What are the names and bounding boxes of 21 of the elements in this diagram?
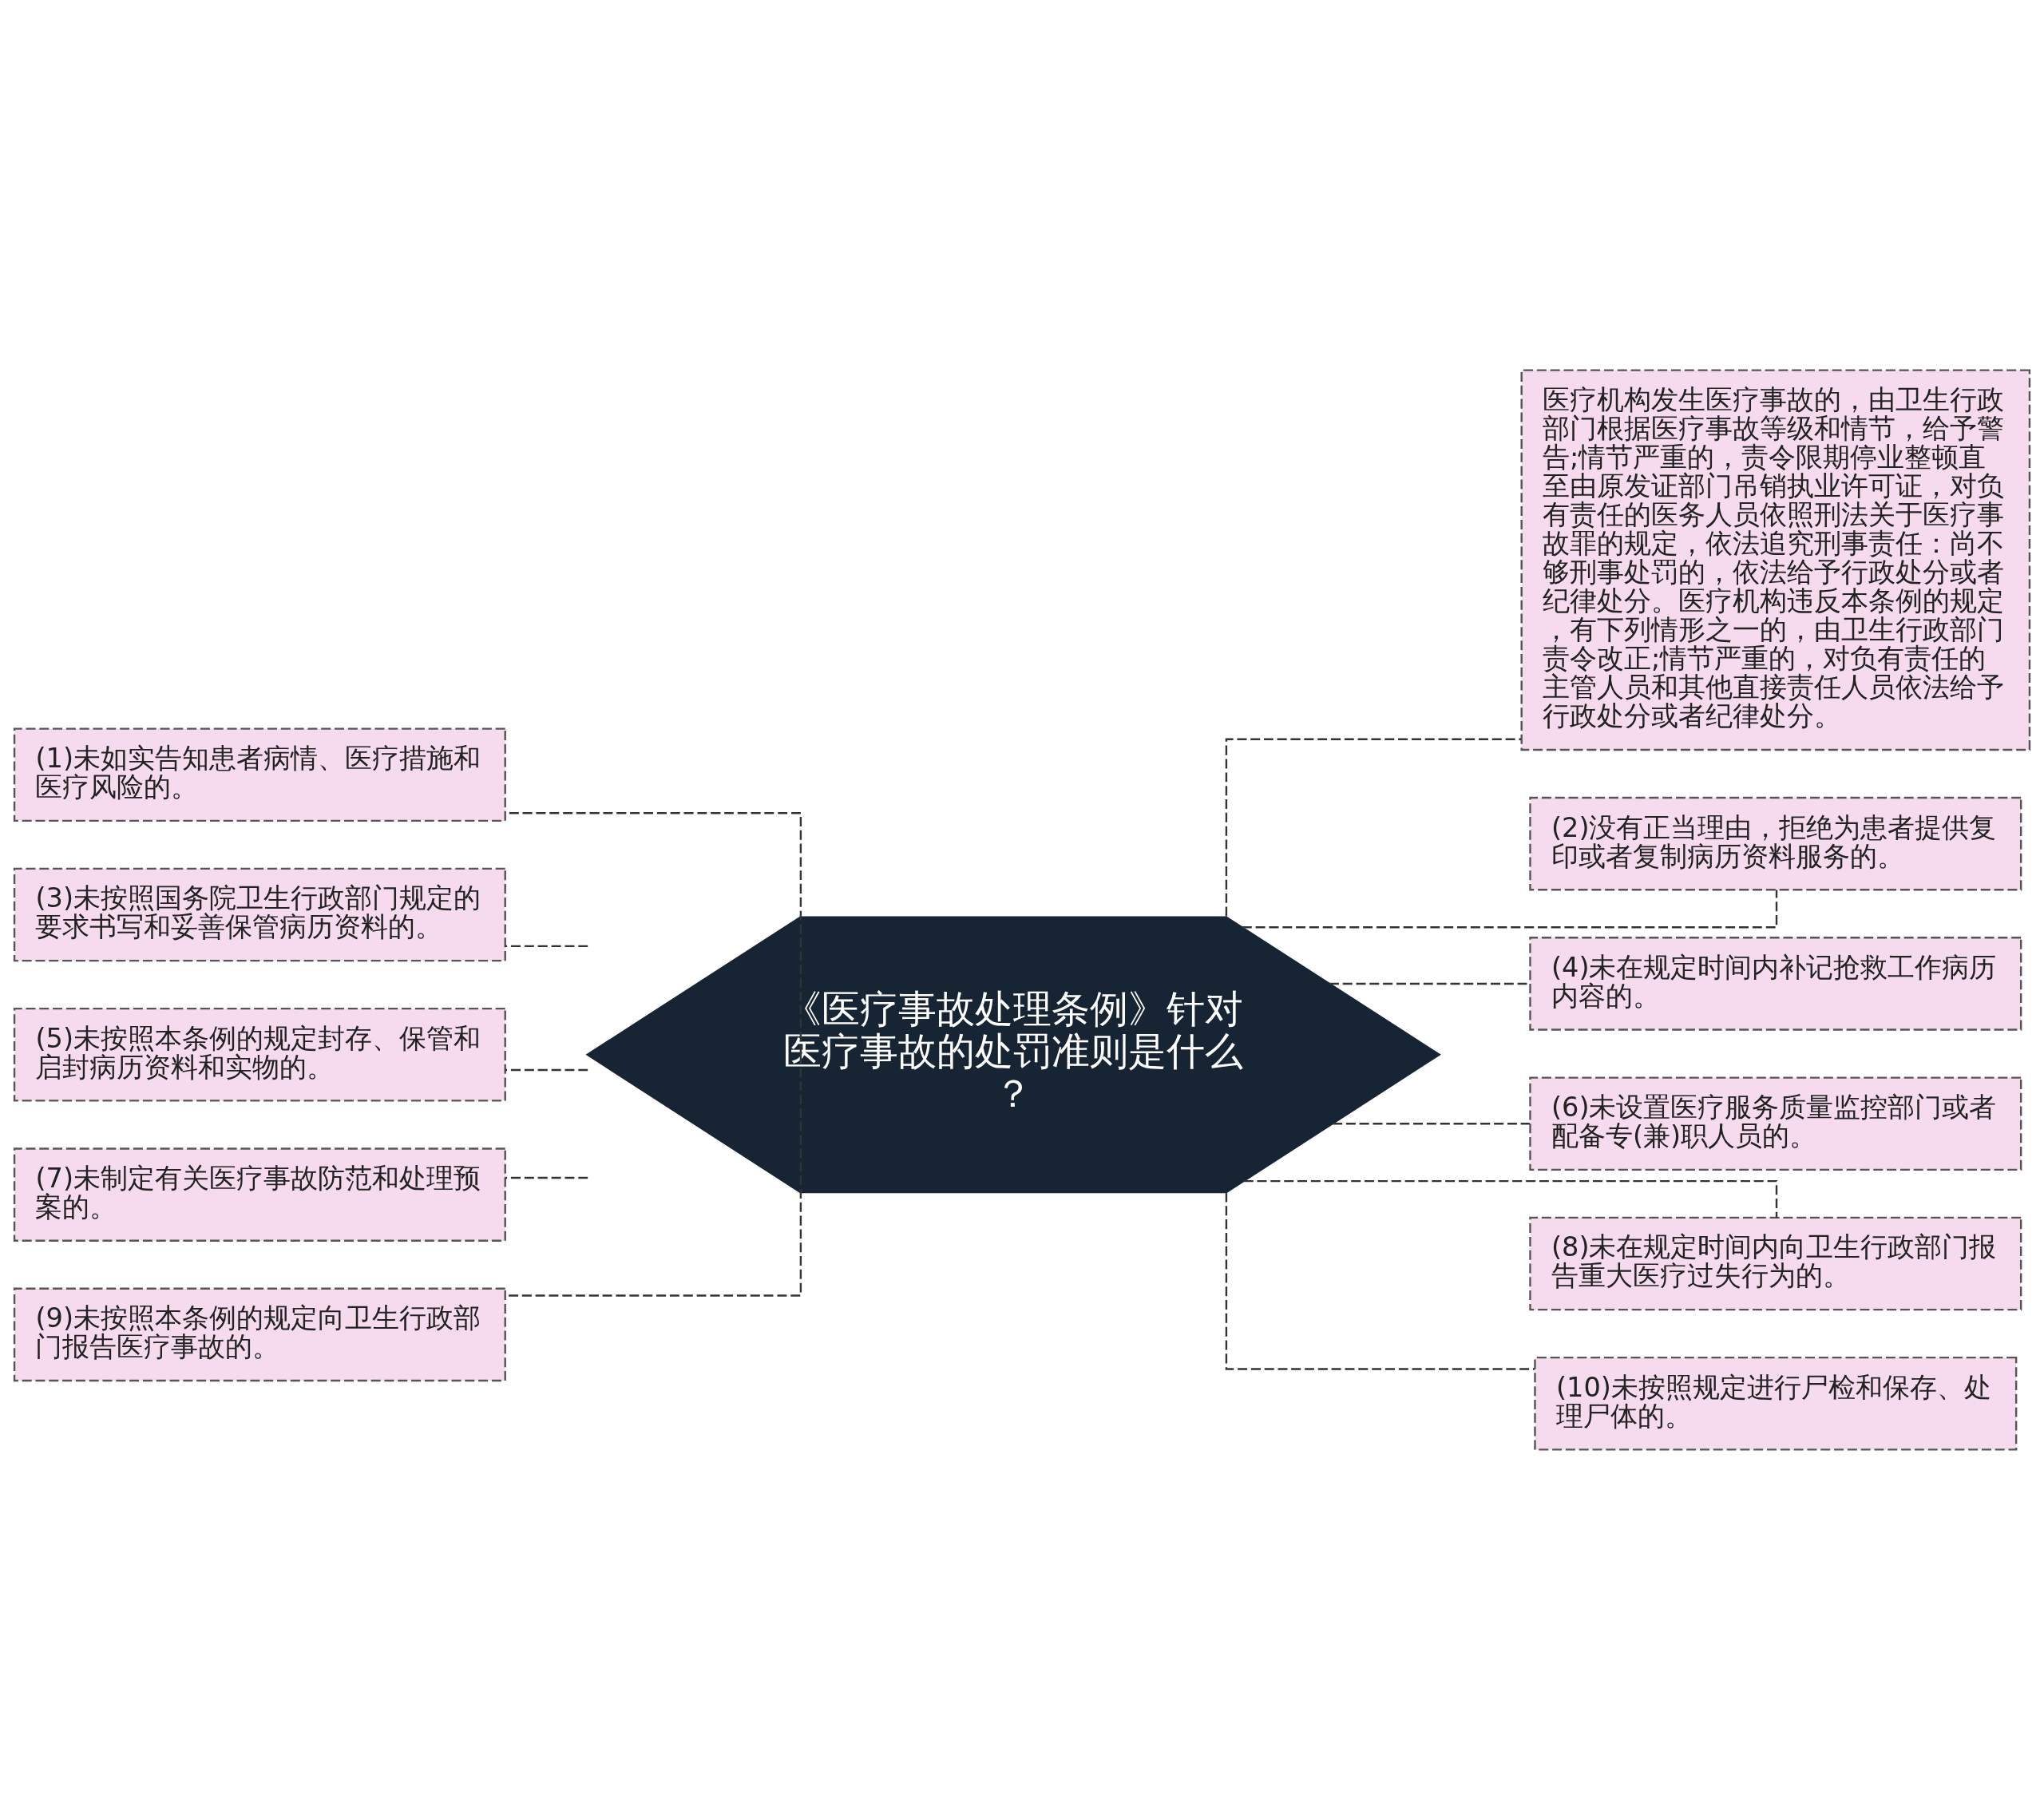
connector	[505, 1176, 588, 1179]
connector	[505, 1054, 802, 1297]
node-box: (4)未在规定时间内补记抢救工作病历内容的。	[1529, 936, 2022, 1031]
connector	[1225, 1192, 1535, 1370]
connector	[1333, 1122, 1530, 1124]
node-box: (3)未按照国务院卫生行政部门规定的要求书写和妥善保管病历资料的。	[13, 867, 506, 961]
node-box: (8)未在规定时间内向卫生行政部门报告重大医疗过失行为的。	[1529, 1216, 2022, 1310]
node-box: (7)未制定有关医疗事故防范和处理预案的。	[13, 1147, 506, 1242]
node-box: (1)未如实告知患者病情、医疗措施和医疗风险的。	[13, 727, 506, 822]
node-box: (2)没有正当理由，拒绝为患者提供复印或者复制病历资料服务的。	[1529, 796, 2022, 890]
node-box: (6)未设置医疗服务质量监控部门或者配备专(兼)职人员的。	[1529, 1076, 2022, 1171]
node-box: (9)未按照本条例的规定向卫生行政部门报告医疗事故的。	[13, 1287, 506, 1381]
connector	[1242, 890, 1778, 928]
connector	[1225, 738, 1522, 917]
connector	[1243, 1179, 1778, 1218]
node-box: 医疗机构发生医疗事故的，由卫生行政部门根据医疗事故等级和情节，给予警告;情节严重的，责令限期停业整顿直至由原发证部门吊销执业许可证，对负有责任的医务人员依照刑法关于医疗事故罪的规定，依法追究刑事责任：尚不够刑事处罚的，依法给予行政处分或者纪律处分。医疗机构违反本条例的规定，有下列情形之一的，由卫生行政部门责令改正;情节严重的，对负有责任的主管人员和其他直接责任人员依法给予行政处分或者纪律处分。	[1520, 368, 2031, 751]
connector	[505, 1068, 588, 1071]
connector	[505, 811, 802, 1055]
connector	[505, 945, 588, 947]
node-box: (10)未按照规定进行尸检和保存、处理尸体的。	[1534, 1356, 2018, 1451]
node-box: (5)未按照本条例的规定封存、保管和启封病历资料和实物的。	[13, 1007, 506, 1102]
